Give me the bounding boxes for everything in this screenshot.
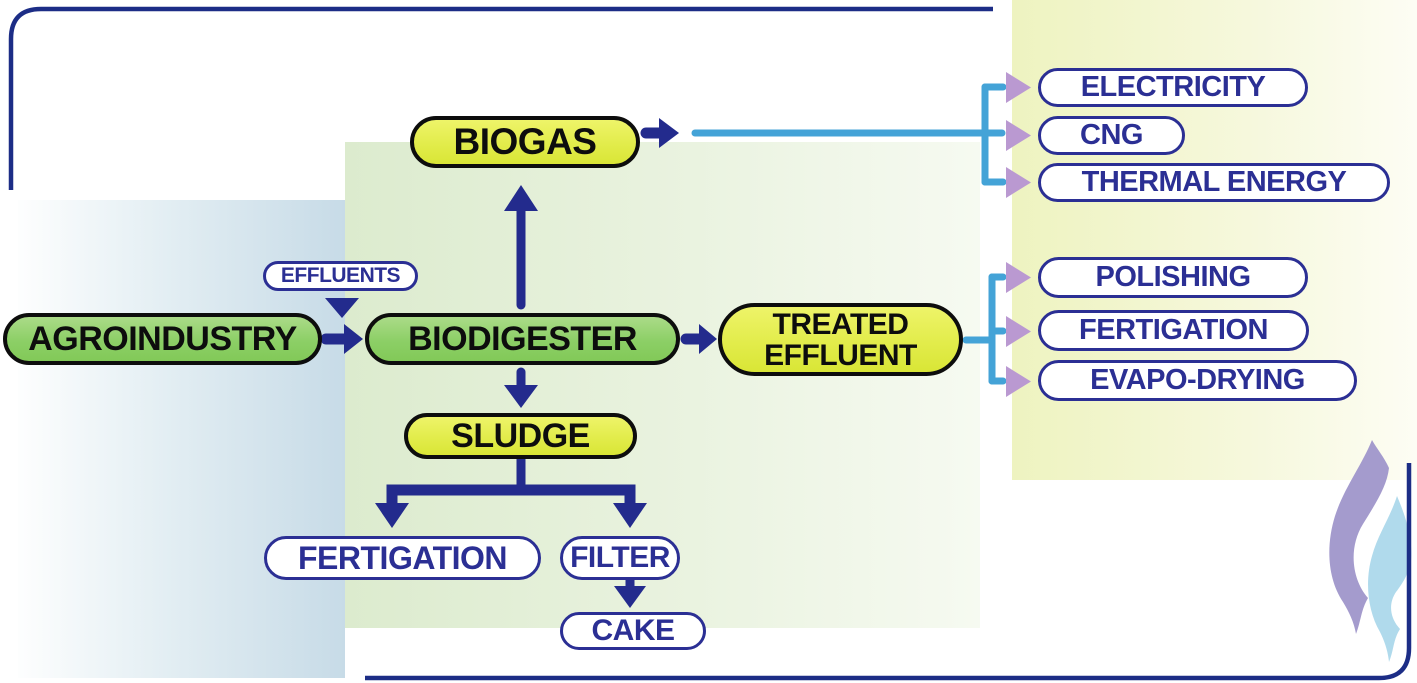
node-biogas-label: BIOGAS [453, 121, 597, 162]
node-treated-effluent-line1: TREATED [772, 307, 909, 341]
node-treated-effluent: TREATED EFFLUENT [718, 303, 963, 376]
node-polishing-label: POLISHING [1095, 261, 1251, 293]
node-agroindustry: AGROINDUSTRY [3, 313, 322, 365]
node-sludge-label: SLUDGE [451, 416, 590, 455]
node-fertigation-right-label: FERTIGATION [1079, 314, 1268, 346]
node-cake-label: CAKE [591, 614, 675, 647]
node-effluents-label: EFFLUENTS [280, 264, 401, 287]
node-filter: FILTER [560, 536, 680, 580]
node-polishing: POLISHING [1038, 257, 1308, 298]
node-sludge: SLUDGE [404, 413, 637, 459]
node-electricity: ELECTRICITY [1038, 68, 1308, 107]
node-cake: CAKE [560, 612, 706, 650]
node-cng: CNG [1038, 116, 1185, 155]
node-thermal-energy-label: THERMAL ENERGY [1081, 166, 1347, 198]
node-biogas: BIOGAS [410, 116, 640, 168]
node-biodigester-label: BIODIGESTER [408, 319, 637, 358]
node-thermal-energy: THERMAL ENERGY [1038, 163, 1390, 202]
node-evapo-drying-label: EVAPO-DRYING [1090, 364, 1305, 396]
flame-inner-blue [1368, 496, 1412, 662]
node-fertigation-right: FERTIGATION [1038, 310, 1309, 351]
node-fertigation-bottom-label: FERTIGATION [298, 539, 508, 576]
node-filter-label: FILTER [570, 541, 670, 574]
node-cng-label: CNG [1080, 119, 1143, 151]
node-fertigation-bottom: FERTIGATION [264, 536, 541, 580]
node-effluents: EFFLUENTS [263, 261, 418, 291]
node-evapo-drying: EVAPO-DRYING [1038, 360, 1357, 401]
node-agroindustry-label: AGROINDUSTRY [28, 319, 297, 358]
node-electricity-label: ELECTRICITY [1080, 71, 1266, 103]
node-biodigester: BIODIGESTER [365, 313, 680, 365]
node-treated-effluent-line2: EFFLUENT [764, 338, 917, 372]
